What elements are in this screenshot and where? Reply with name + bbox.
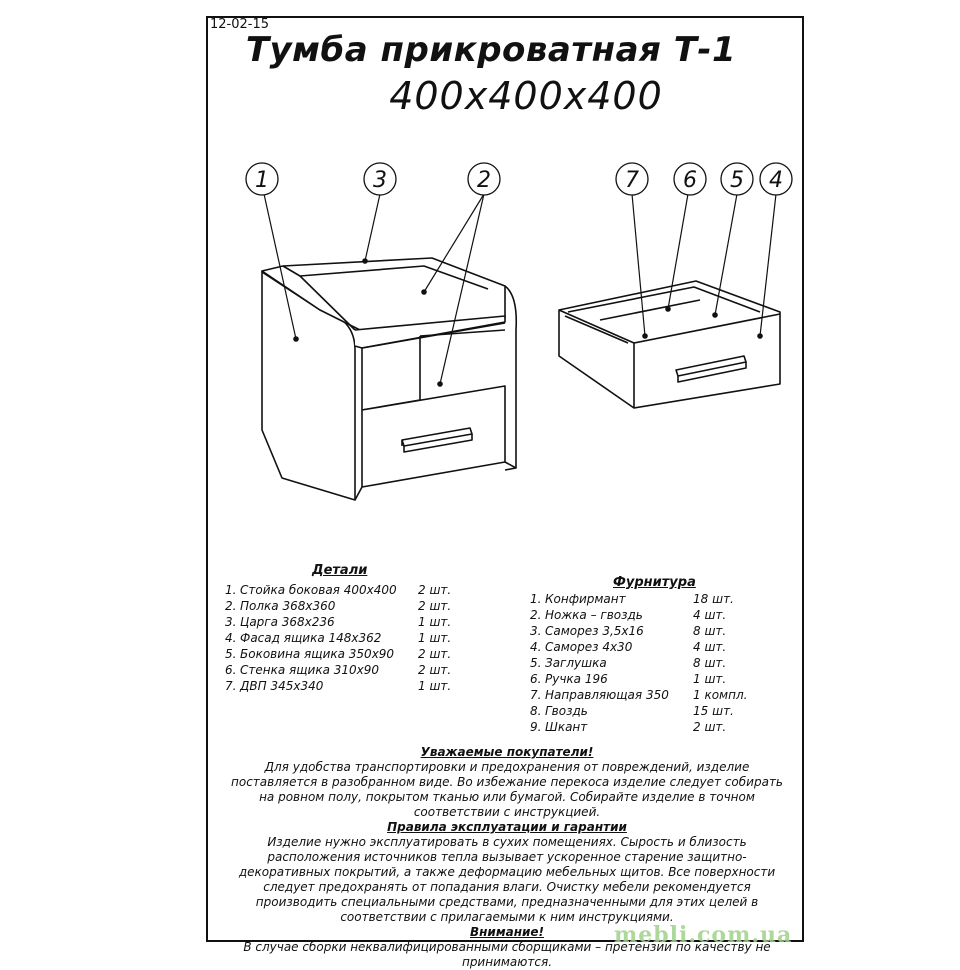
- hardware-title: Фурнитура: [613, 575, 696, 590]
- list-item-num: 3.: [225, 615, 237, 629]
- list-item-num: 3.: [530, 624, 542, 638]
- list-item-num: 2.: [225, 599, 237, 613]
- callout-label: 6: [683, 168, 697, 193]
- list-item-qty: 4 шт.: [693, 608, 727, 622]
- callout-label: 5: [730, 168, 744, 193]
- list-item-name: Саморез 4x30: [545, 640, 633, 654]
- list-item-qty: 18 шт.: [693, 592, 734, 606]
- list-item-qty: 2 шт.: [418, 647, 452, 661]
- product-dimensions: 400x400x400: [389, 74, 663, 118]
- list-item-qty: 8 шт.: [693, 624, 727, 638]
- list-item-num: 7.: [225, 679, 237, 693]
- list-item-name: Боковина ящика 350x90: [240, 647, 395, 661]
- list-item-qty: 2 шт.: [418, 599, 452, 613]
- rules-title: Правила эксплуатации и гарантии: [387, 820, 627, 834]
- list-item-qty: 2 шт.: [418, 583, 452, 597]
- list-item-num: 6.: [530, 672, 542, 686]
- list-item-qty: 1 шт.: [418, 615, 452, 629]
- list-item-name: Стойка боковая 400x400: [240, 583, 397, 597]
- list-item-num: 8.: [530, 704, 542, 718]
- list-item-num: 6.: [225, 663, 237, 677]
- list-item-name: Шкант: [545, 720, 588, 734]
- list-item-qty: 2 шт.: [693, 720, 727, 734]
- details-title: Детали: [312, 563, 368, 578]
- cabinet-drawing: [261, 257, 518, 501]
- page-frame: [206, 16, 804, 942]
- callout-label: 1: [255, 168, 269, 193]
- list-item-qty: 15 шт.: [693, 704, 734, 718]
- list-item-name: Гвоздь: [545, 704, 588, 718]
- list-item-qty: 1 шт.: [418, 631, 452, 645]
- list-item-num: 2.: [530, 608, 542, 622]
- list-item-qty: 1 шт.: [418, 679, 452, 693]
- list-item-qty: 2 шт.: [418, 663, 452, 677]
- list-item-num: 4.: [225, 631, 237, 645]
- document-code: 12-02-15: [210, 17, 270, 32]
- list-item-name: Саморез 3,5x16: [545, 624, 644, 638]
- callout-label: 3: [373, 168, 387, 193]
- customers-text: Для удобства транспортировки и предохран…: [231, 760, 783, 819]
- callout-label: 4: [769, 168, 783, 193]
- list-item-name: Конфирмант: [545, 592, 626, 606]
- list-item-num: 5.: [225, 647, 237, 661]
- rules-text: Изделие нужно эксплуатировать в сухих по…: [238, 835, 776, 924]
- list-item-qty: 1 компл.: [693, 688, 748, 702]
- list-item-name: Направляющая 350: [545, 688, 669, 702]
- list-item-qty: 8 шт.: [693, 656, 727, 670]
- list-item-num: 1.: [530, 592, 542, 606]
- customers-title: Уважаемые покупатели!: [420, 745, 594, 759]
- drawer-drawing: [558, 280, 781, 409]
- list-item-num: 1.: [225, 583, 237, 597]
- list-item-name: ДВП 345x340: [240, 679, 324, 693]
- watermark: mebli.com.ua: [614, 922, 793, 948]
- callout-circles: [245, 162, 793, 196]
- list-item-name: Ножка – гвоздь: [545, 608, 643, 622]
- attention-title: Внимание!: [469, 925, 545, 939]
- list-item-name: Фасад ящика 148x362: [240, 631, 382, 645]
- list-item-name: Стенка ящика 310x90: [240, 663, 380, 677]
- list-item-qty: 4 шт.: [693, 640, 727, 654]
- list-item-num: 4.: [530, 640, 542, 654]
- callout-label: 2: [477, 168, 491, 193]
- list-item-name: Заглушка: [545, 656, 607, 670]
- notice-section: Уважаемые покупатели! Для удобства транс…: [222, 745, 792, 970]
- product-title: Тумба прикроватная Т-1: [245, 30, 737, 70]
- list-item-num: 5.: [530, 656, 542, 670]
- callout-leaders: [263, 193, 777, 385]
- list-item-name: Полка 368x360: [240, 599, 336, 613]
- callout-label: 7: [625, 168, 639, 193]
- list-item-name: Царга 368x236: [240, 615, 335, 629]
- list-item-num: 7.: [530, 688, 542, 702]
- list-item-qty: 1 шт.: [693, 672, 727, 686]
- list-item-num: 9.: [530, 720, 542, 734]
- list-item-name: Ручка 196: [545, 672, 608, 686]
